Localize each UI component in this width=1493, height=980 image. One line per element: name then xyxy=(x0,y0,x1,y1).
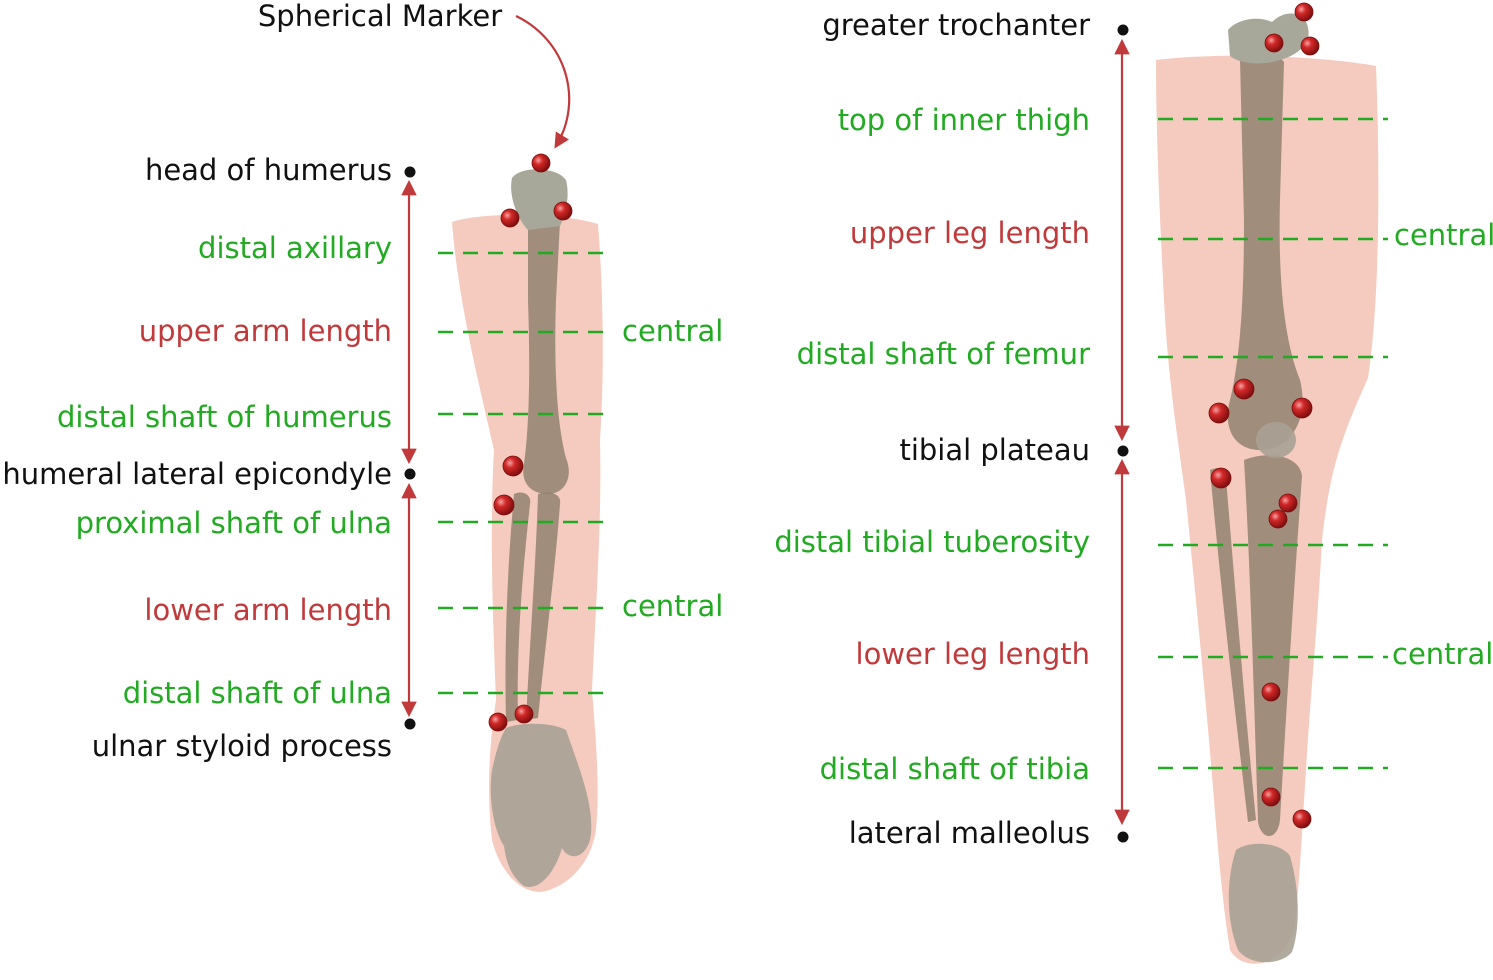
marker-arm-3 xyxy=(553,201,573,221)
marker-arm-5 xyxy=(493,494,515,516)
marker-arm-4 xyxy=(502,455,524,477)
marker-leg-1 xyxy=(1294,2,1314,22)
lower-arm-length-label: lower arm length xyxy=(144,593,392,627)
marker-arm-1 xyxy=(531,153,551,173)
marker-leg-3 xyxy=(1300,36,1320,56)
greater-trochanter-dot xyxy=(1117,24,1129,36)
leg-illustration xyxy=(1156,2,1379,964)
lower-leg-length-label: lower leg length xyxy=(856,637,1090,671)
greater-trochanter-label: greater trochanter xyxy=(822,8,1090,42)
marker-leg-7 xyxy=(1210,467,1232,489)
upper-leg-length-label: upper leg length xyxy=(850,216,1090,250)
patella xyxy=(1256,422,1296,458)
marker-leg-10 xyxy=(1261,682,1281,702)
marker-leg-8 xyxy=(1278,493,1298,513)
femur-bone xyxy=(1227,54,1303,450)
spherical-marker-callout: Spherical Marker xyxy=(258,0,571,149)
marker-leg-5 xyxy=(1208,402,1230,424)
lower-arm-central-label: central xyxy=(622,589,723,623)
distal-shaft-of-humerus-label: distal shaft of humerus xyxy=(57,400,392,434)
tibia-bone xyxy=(1244,455,1302,837)
upper-arm-central-label: central xyxy=(622,314,723,348)
upper-leg-central-label: central xyxy=(1394,218,1493,252)
distal-shaft-of-ulna-label: distal shaft of ulna xyxy=(123,676,392,710)
distal-tibial-tuberosity-label: distal tibial tuberosity xyxy=(774,525,1090,559)
marker-leg-12 xyxy=(1292,809,1312,829)
distal-shaft-of-tibia-label: distal shaft of tibia xyxy=(820,752,1090,786)
spherical-marker-label: Spherical Marker xyxy=(258,0,502,33)
fibula-bone xyxy=(1210,468,1256,822)
distal-axillary-label: distal axillary xyxy=(198,231,392,265)
distal-shaft-of-femur-label: distal shaft of femur xyxy=(797,337,1090,371)
proximal-shaft-of-ulna-label: proximal shaft of ulna xyxy=(76,506,392,540)
lower-leg-central-label: central xyxy=(1392,637,1493,671)
arm-skin xyxy=(452,214,603,893)
marker-leg-11 xyxy=(1261,787,1281,807)
marker-leg-9 xyxy=(1268,509,1288,529)
humeral-lateral-epicondyle-dot xyxy=(404,468,416,480)
arm-annotations: head of humerus distal axillary upper ar… xyxy=(2,153,723,763)
callout-arrow xyxy=(515,15,571,149)
ulnar-styloid-process-label: ulnar styloid process xyxy=(92,729,392,763)
marker-arm-2 xyxy=(500,208,520,228)
marker-arm-7 xyxy=(514,704,534,724)
top-of-inner-thigh-label: top of inner thigh xyxy=(838,103,1090,137)
humerus-bone xyxy=(523,222,569,494)
humeral-lateral-epicondyle-label: humeral lateral epicondyle xyxy=(2,457,392,491)
foot-bones xyxy=(1228,843,1298,963)
lateral-malleolus-dot xyxy=(1117,831,1129,843)
marker-leg-4 xyxy=(1233,378,1255,400)
marker-leg-2 xyxy=(1264,33,1284,53)
upper-arm-length-label: upper arm length xyxy=(139,314,392,348)
ulnar-styloid-process-dot xyxy=(404,718,416,730)
lateral-malleolus-label: lateral malleolus xyxy=(849,816,1090,850)
head-of-humerus-dot xyxy=(404,166,416,178)
tibial-plateau-label: tibial plateau xyxy=(899,433,1090,467)
humeral-head xyxy=(511,169,568,230)
hand-bones xyxy=(490,723,592,888)
leg-annotations: greater trochanter top of inner thigh up… xyxy=(774,8,1493,850)
head-of-humerus-label: head of humerus xyxy=(145,153,392,187)
ulna-bone xyxy=(526,492,561,720)
tibial-plateau-dot xyxy=(1117,445,1129,457)
marker-arm-6 xyxy=(488,712,508,732)
marker-leg-6 xyxy=(1291,397,1313,419)
